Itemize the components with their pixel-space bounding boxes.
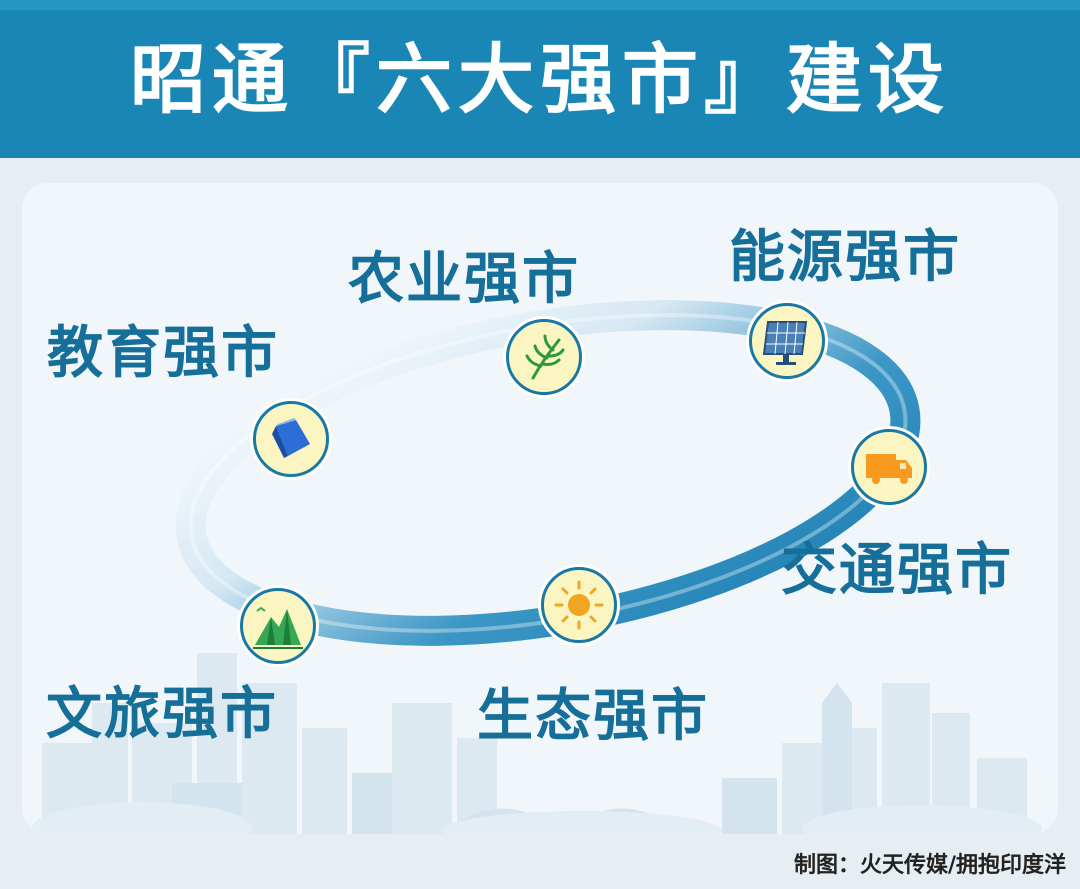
mountain-icon xyxy=(240,588,316,664)
image-credit: 制图：火天传媒/拥抱印度洋 xyxy=(793,853,1066,878)
label-ecology: 生态强市 xyxy=(477,684,709,749)
label-agriculture: 农业强市 xyxy=(348,247,580,312)
title-banner: 昭通『六大强市』建设 xyxy=(0,0,1080,158)
city-skyline-illustration xyxy=(32,653,1042,834)
book-icon xyxy=(253,401,329,477)
page-title: 昭通『六大强市』建设 xyxy=(130,35,950,124)
banner-top-stripe xyxy=(0,0,1080,10)
diagram-panel xyxy=(22,183,1058,834)
solar-panel-icon xyxy=(749,303,825,379)
label-transport: 交通强市 xyxy=(781,538,1013,603)
truck-icon xyxy=(851,429,927,505)
label-energy: 能源强市 xyxy=(729,225,961,290)
label-education: 教育强市 xyxy=(47,321,279,386)
leaf-icon xyxy=(506,319,582,395)
sun-icon xyxy=(541,567,617,643)
label-tourism: 文旅强市 xyxy=(46,682,278,747)
